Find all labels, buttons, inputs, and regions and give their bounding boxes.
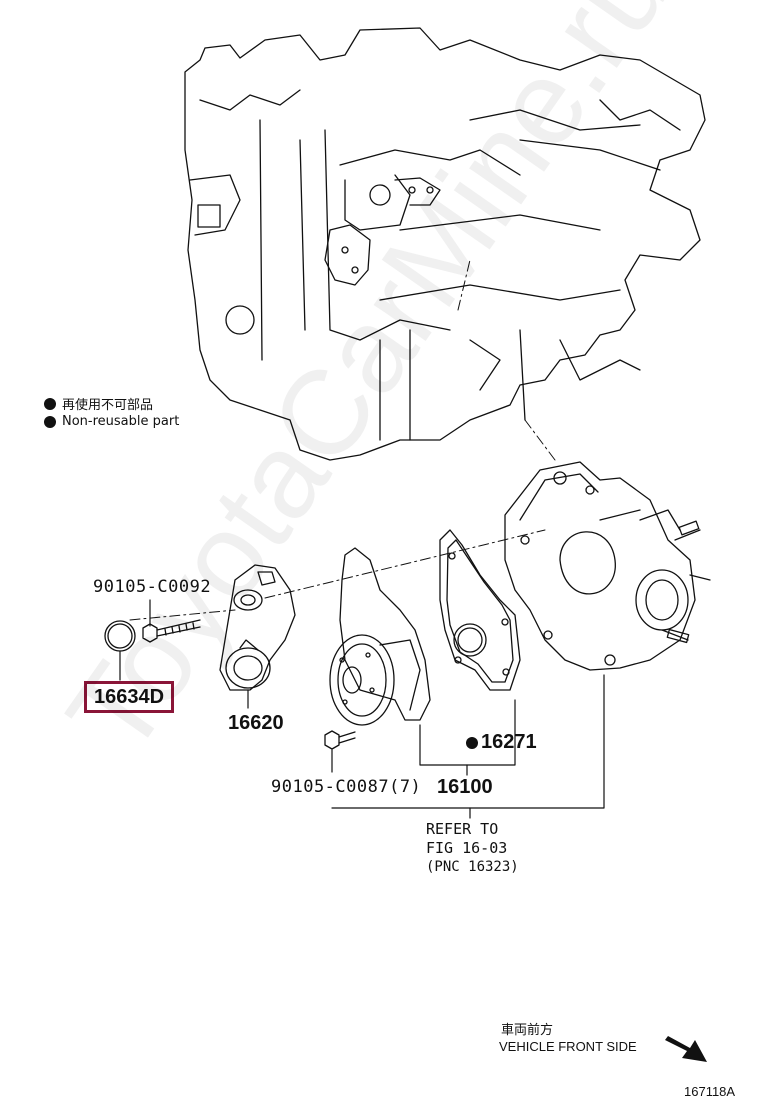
guide-lines <box>129 259 556 621</box>
bolt-bottom-drawing <box>324 730 356 750</box>
part-label-gasket-wrap[interactable]: 16271 <box>466 731 537 754</box>
refer-note-line2[interactable]: FIG 16-03 <box>426 839 508 857</box>
part-label-bolt-top[interactable]: 90105-C0092 <box>93 577 212 597</box>
legend-jp: 再使用不可部品 <box>44 394 153 413</box>
figure-id: 167118A <box>684 1084 736 1099</box>
refer-note-line1: REFER TO <box>426 820 499 838</box>
water-pump-drawing <box>329 547 431 726</box>
part-label-seal-highlight[interactable]: 16634D <box>84 681 174 713</box>
bolt-top-drawing <box>142 619 201 643</box>
legend-jp-text: 再使用不可部品 <box>62 398 154 413</box>
leader-lines <box>119 599 605 819</box>
direction-jp: 車両前方 <box>501 1022 554 1037</box>
pump-housing-drawing <box>504 461 711 671</box>
gasket-drawing <box>439 529 521 691</box>
part-label-bolt-bottom[interactable]: 90105-C0087(7) <box>271 777 422 797</box>
engine-block-drawing <box>184 27 706 461</box>
direction-en: VEHICLE FRONT SIDE <box>499 1039 637 1054</box>
non-reusable-dot-icon <box>44 415 56 428</box>
part-label-tensioner[interactable]: 16620 <box>228 712 284 734</box>
non-reusable-dot-icon <box>44 397 56 410</box>
refer-note-line3: (PNC 16323) <box>426 859 519 875</box>
tensioner-drawing <box>219 564 296 691</box>
legend-en-text: Non-reusable part <box>62 414 180 429</box>
non-reusable-dot-icon <box>466 736 478 749</box>
seal-drawing <box>104 620 136 652</box>
part-label-gasket[interactable]: 16271 <box>481 731 537 753</box>
vehicle-front-arrow <box>665 1036 707 1062</box>
part-label-seal[interactable]: 16634D <box>93 685 165 708</box>
legend-en: Non-reusable part <box>44 414 179 429</box>
part-label-pump[interactable]: 16100 <box>437 776 493 798</box>
